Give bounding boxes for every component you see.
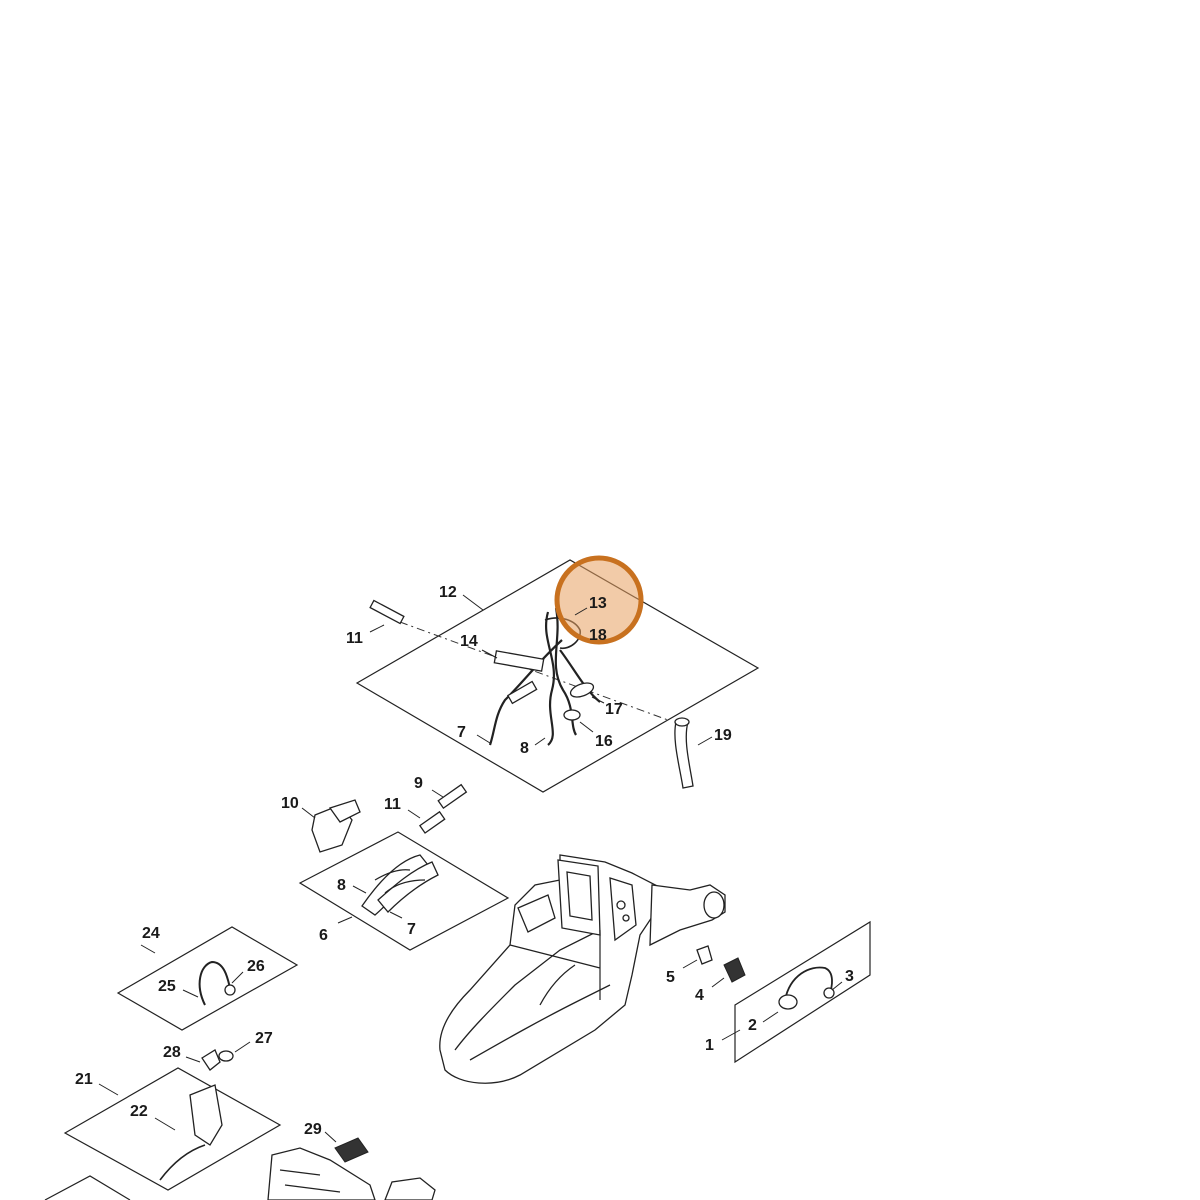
part-11b [407, 809, 446, 834]
group-21 [63, 1067, 282, 1191]
callout-24: 24 [142, 925, 160, 942]
callout-21: 21 [75, 1071, 93, 1088]
callout-10: 10 [281, 795, 299, 812]
callout-7a: 7 [457, 724, 466, 741]
callout-29: 29 [304, 1121, 322, 1138]
callout-7b: 7 [407, 921, 416, 938]
callout-18: 18 [589, 627, 607, 644]
callout-6: 6 [319, 927, 328, 944]
frame-12 [355, 559, 760, 793]
parts-4-5 [682, 945, 746, 988]
group-6 [298, 831, 510, 951]
part-29 [324, 1131, 369, 1163]
callout-8a: 8 [520, 740, 529, 757]
bottom-assembly-partial [44, 1147, 436, 1200]
part-9 [431, 783, 468, 810]
pin-11 [369, 599, 405, 633]
callout-25: 25 [158, 978, 176, 995]
callout-27: 27 [255, 1030, 273, 1047]
callout-11b: 11 [384, 796, 401, 813]
hose-19 [674, 717, 713, 789]
callout-22: 22 [130, 1103, 148, 1120]
callout-9: 9 [414, 775, 423, 792]
callout-17: 17 [605, 701, 623, 718]
callout-2: 2 [748, 1017, 757, 1034]
highlight-marker [554, 555, 644, 645]
callout-1: 1 [705, 1037, 714, 1054]
callout-3: 3 [845, 968, 854, 985]
callout-12: 12 [439, 584, 457, 601]
callout-19: 19 [714, 727, 732, 744]
callout-14: 14 [460, 633, 478, 650]
callout-26: 26 [247, 958, 265, 975]
group-24 [116, 926, 299, 1031]
callout-16: 16 [595, 733, 613, 750]
callout-28: 28 [163, 1044, 181, 1061]
parts-27-28 [185, 1041, 251, 1071]
callout-8b: 8 [337, 877, 346, 894]
callout-labels: 1 2 3 4 5 6 7 7 8 8 9 10 11 11 12 13 14 … [75, 584, 854, 1138]
callout-5: 5 [666, 969, 675, 986]
part-10 [301, 799, 361, 853]
callout-11a: 11 [346, 630, 363, 647]
housing-1 [439, 854, 741, 1084]
group-1 [734, 920, 871, 1064]
callout-4: 4 [695, 987, 704, 1004]
callout-13: 13 [589, 595, 607, 612]
